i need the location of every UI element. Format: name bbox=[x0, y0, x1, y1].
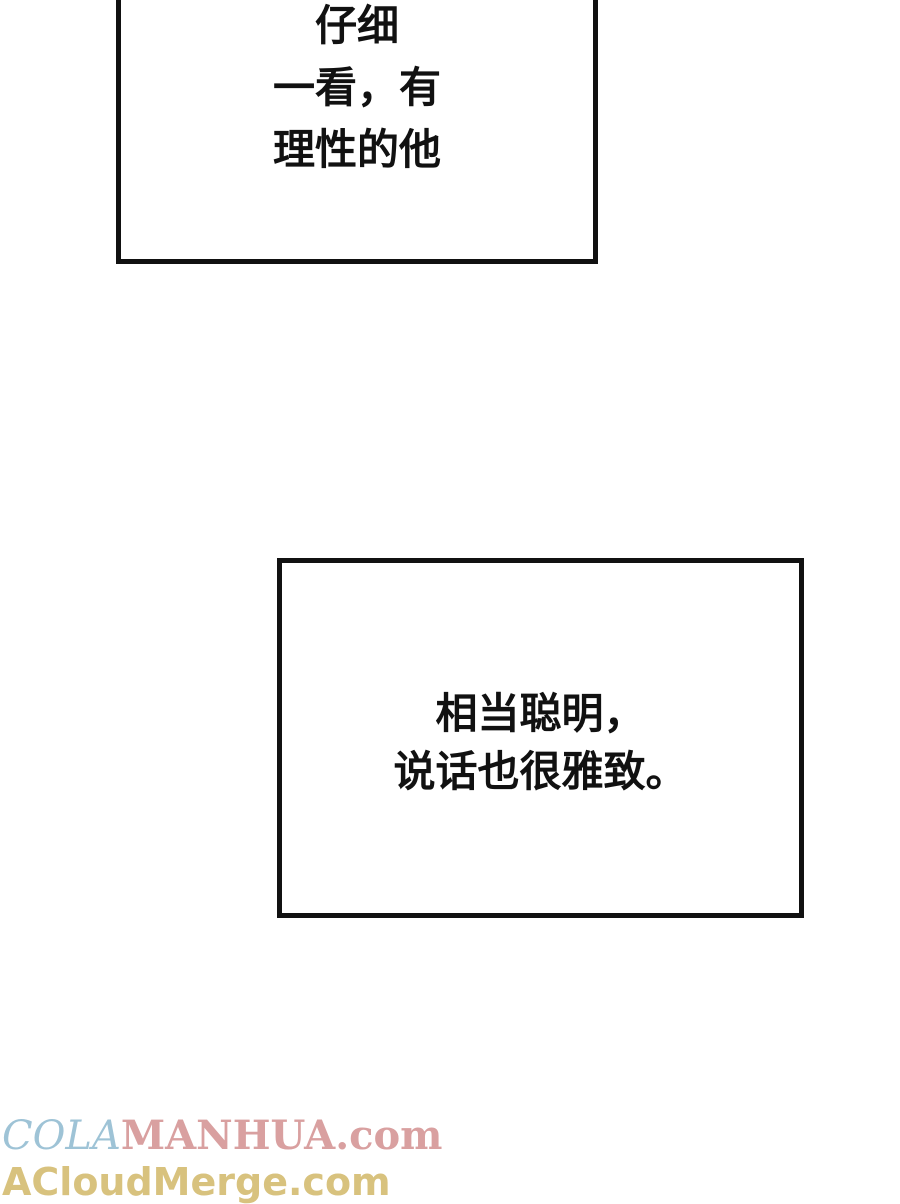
watermark: COLAMANHUA.com ACloudMerge.com bbox=[2, 1112, 443, 1204]
caption-line: 说话也很雅致。 bbox=[393, 747, 688, 796]
watermark-manhua: MANHUA.com bbox=[120, 1112, 443, 1159]
caption-line: 理性的他 bbox=[272, 125, 441, 174]
caption-bottom: 相当聪明， 说话也很雅致。 bbox=[282, 685, 799, 801]
caption-line: 仔细 bbox=[314, 1, 399, 50]
caption-line: 一看，有 bbox=[272, 63, 441, 112]
caption-top: 仔细 一看，有 理性的他 bbox=[121, 0, 593, 181]
speech-panel-top: 仔细 一看，有 理性的他 bbox=[116, 0, 598, 264]
caption-line: 相当聪明， bbox=[435, 689, 646, 738]
watermark-cola: COLA bbox=[2, 1113, 121, 1159]
speech-panel-bottom: 相当聪明， 说话也很雅致。 bbox=[277, 558, 804, 918]
watermark-line-1: COLAMANHUA.com bbox=[2, 1112, 443, 1160]
watermark-line-2: ACloudMerge.com bbox=[2, 1160, 391, 1204]
